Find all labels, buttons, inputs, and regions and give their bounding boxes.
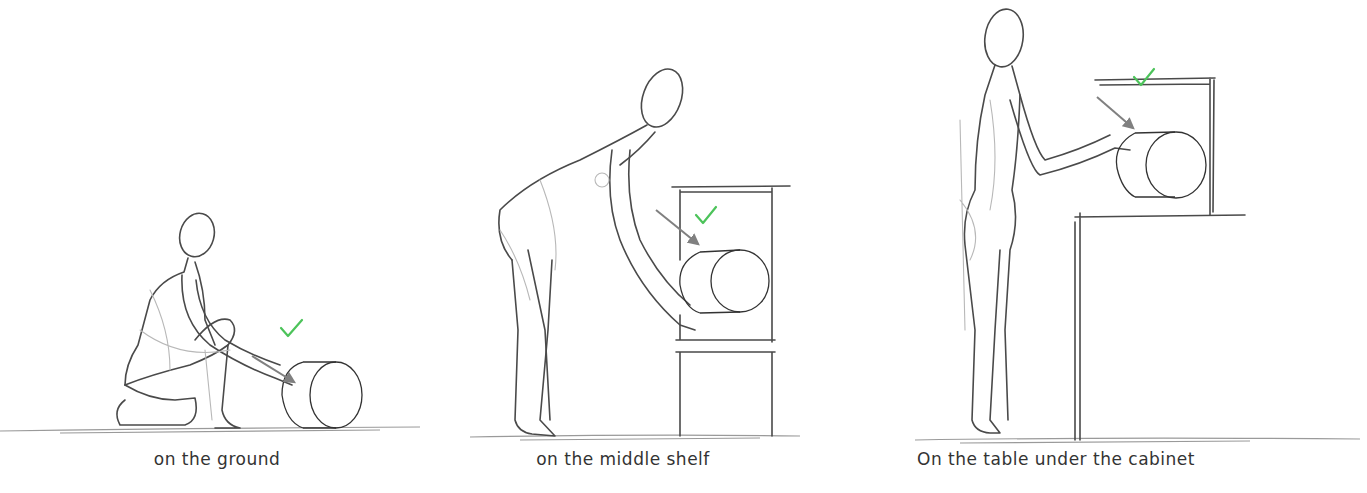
cylinder xyxy=(680,252,700,313)
cylinder xyxy=(711,250,769,312)
cylinder xyxy=(310,362,362,428)
arm xyxy=(610,150,695,330)
leg xyxy=(215,345,240,428)
kneeling-scene xyxy=(0,209,420,433)
caption-label: on the middle shelf xyxy=(413,448,833,470)
shelf-scene xyxy=(470,63,800,440)
body xyxy=(1005,66,1020,420)
guide-lines xyxy=(500,180,556,300)
head xyxy=(981,7,1027,70)
cylinder xyxy=(1146,132,1206,198)
guide-lines xyxy=(140,290,230,420)
cylinder xyxy=(1116,133,1135,197)
leg xyxy=(512,260,555,436)
ground-line xyxy=(470,435,800,437)
kneeling-leg xyxy=(117,385,196,425)
ground-line xyxy=(915,438,1360,440)
arm xyxy=(1020,95,1110,160)
check-mark xyxy=(696,207,716,223)
shelf-cabinet xyxy=(672,186,790,436)
back xyxy=(499,125,647,260)
pointer-arrow xyxy=(1097,97,1133,128)
arm xyxy=(629,150,690,305)
check-mark xyxy=(1134,69,1154,85)
arm xyxy=(1010,100,1130,175)
ground-line xyxy=(960,441,1250,443)
ground-line xyxy=(520,438,760,440)
table-scene xyxy=(915,7,1360,443)
cylinder xyxy=(282,362,303,428)
torso xyxy=(125,258,188,385)
upper-cabinet xyxy=(1095,78,1215,215)
guide-lines xyxy=(960,100,995,330)
caption-label: On the table under the cabinet xyxy=(846,448,1266,470)
chest xyxy=(620,132,655,165)
head xyxy=(175,209,219,260)
head xyxy=(634,63,690,132)
caption-label: on the ground xyxy=(7,448,427,470)
body xyxy=(964,65,1000,433)
table xyxy=(1075,213,1245,440)
arm xyxy=(182,275,292,385)
pointer-arrow xyxy=(656,210,698,244)
joint xyxy=(595,173,609,187)
ground-line xyxy=(60,430,380,433)
pointer-arrow xyxy=(252,356,294,382)
cylinder xyxy=(303,362,336,428)
check-mark xyxy=(281,320,302,336)
leg xyxy=(528,250,550,420)
